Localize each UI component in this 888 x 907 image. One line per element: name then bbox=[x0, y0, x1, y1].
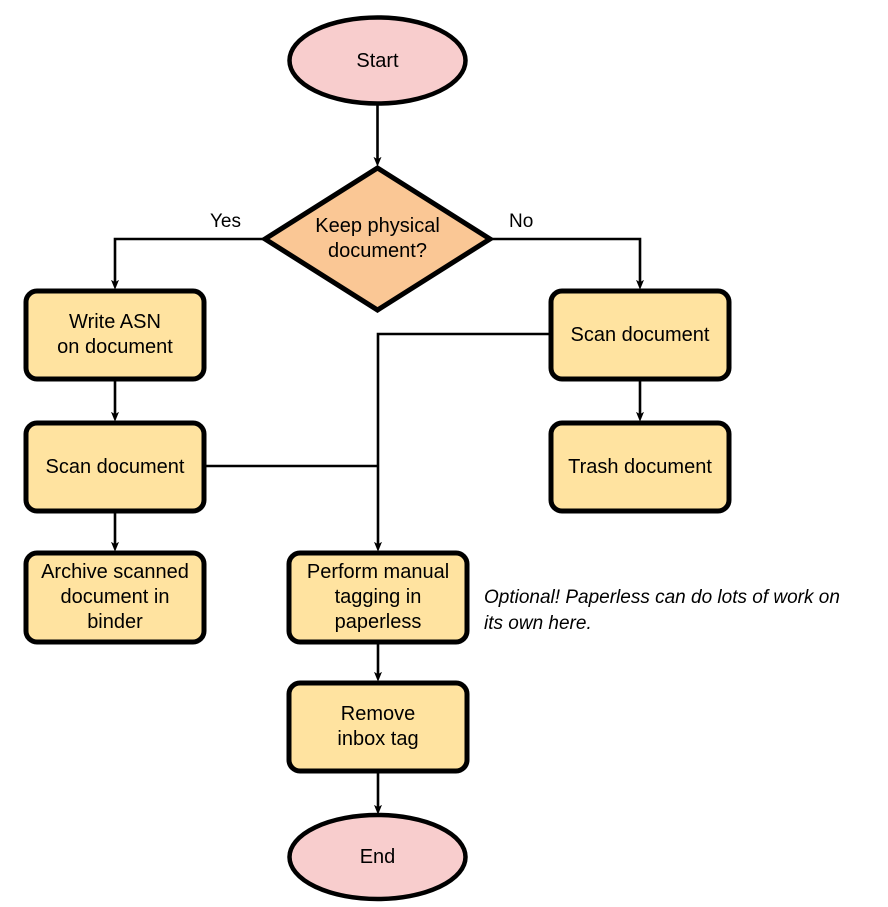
edge-label-no: No bbox=[509, 211, 534, 232]
node-manual-tag-shape bbox=[286, 550, 470, 645]
edge-scan-right-to-manual-tag bbox=[374, 332, 551, 552]
edge-decision-yes-to-write-asn bbox=[111, 237, 265, 290]
edge-decision-no-to-scan-right bbox=[490, 237, 644, 290]
node-scan-right-shape bbox=[548, 288, 732, 382]
node-archive-shape bbox=[23, 550, 207, 645]
node-end-shape bbox=[287, 812, 468, 902]
node-trash-shape bbox=[548, 420, 732, 514]
node-remove-inbox-shape bbox=[286, 680, 470, 774]
node-scan-left-shape bbox=[23, 420, 207, 514]
node-decision-shape bbox=[260, 165, 495, 313]
edge-label-yes: Yes bbox=[210, 211, 241, 232]
node-write-asn-shape bbox=[23, 288, 207, 382]
optional-note: Optional! Paperless can do lots of work … bbox=[484, 587, 840, 634]
node-start-shape bbox=[287, 15, 468, 106]
